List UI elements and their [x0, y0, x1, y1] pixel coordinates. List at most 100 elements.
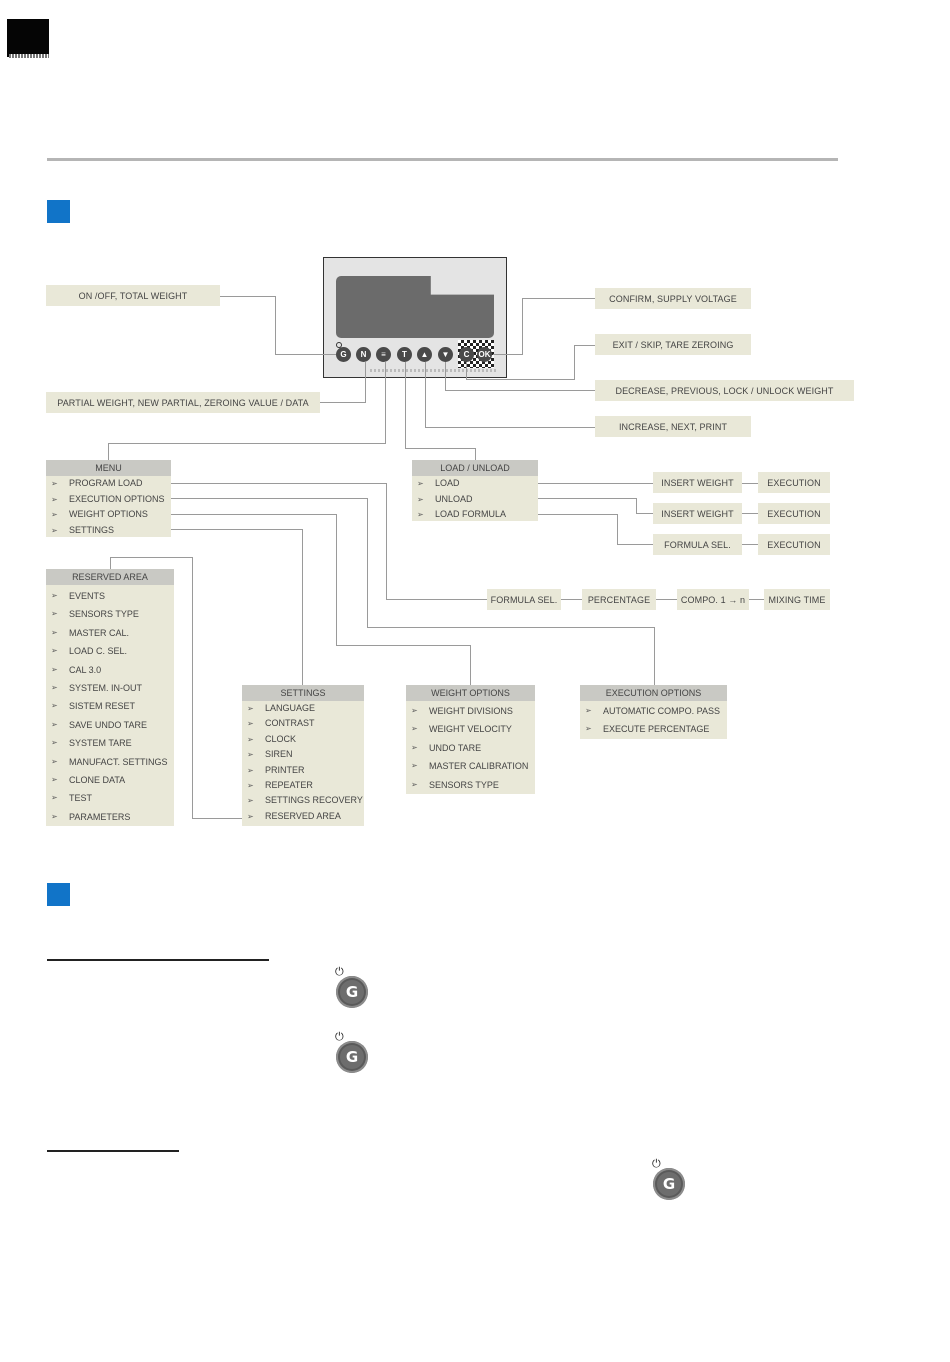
conn — [470, 645, 471, 685]
menu-item-execution-options[interactable]: ➢EXECUTION OPTIONS — [51, 493, 165, 504]
weight-option-item[interactable]: ➢MASTER CALIBRATION — [411, 761, 529, 772]
settings-title: SETTINGS — [242, 685, 364, 701]
execution-option-item[interactable]: ➢EXECUTE PERCENTAGE — [585, 724, 710, 735]
g-button-icon: G — [336, 1041, 368, 1073]
g-button-icon: G — [336, 976, 368, 1008]
power-icon: ⏻ — [335, 1030, 344, 1043]
settings-item[interactable]: ➢LANGUAGE — [247, 703, 316, 713]
conn — [425, 427, 595, 428]
menu-item-program-load[interactable]: ➢PROGRAM LOAD — [51, 478, 143, 488]
conn — [405, 362, 406, 449]
section-divider — [47, 158, 838, 161]
menu-item-weight-options[interactable]: ➢WEIGHT OPTIONS — [51, 509, 148, 519]
callout-exit: EXIT / SKIP, TARE ZEROING — [595, 334, 751, 355]
settings-item[interactable]: ➢SETTINGS RECOVERY — [247, 795, 363, 806]
flow-percentage: PERCENTAGE — [582, 589, 656, 610]
execution-option-item[interactable]: ➢AUTOMATIC COMPO. PASS — [585, 706, 721, 716]
power-icon: ⏻ — [335, 965, 344, 978]
conn — [336, 645, 471, 646]
conn — [171, 498, 368, 499]
key-up[interactable]: ▲ — [417, 347, 432, 362]
menu-item-settings[interactable]: ➢SETTINGS — [51, 524, 115, 535]
settings-item[interactable]: ➢SIREN — [247, 749, 293, 760]
reserved-area-panel: RESERVED AREA ➢EVENTS ➢SENSORS TYPE ➢MAS… — [46, 569, 174, 826]
conn — [110, 557, 111, 569]
conn — [367, 498, 368, 627]
conn — [475, 448, 476, 460]
page-corner-block-edge — [9, 54, 49, 58]
reserved-item[interactable]: ➢EVENTS — [51, 591, 106, 601]
settings-item[interactable]: ➢CONTRAST — [247, 718, 315, 729]
conn — [617, 544, 653, 545]
weight-option-item[interactable]: ➢WEIGHT DIVISIONS — [411, 706, 513, 716]
load-item-load[interactable]: ➢LOAD — [417, 478, 460, 488]
weight-option-item[interactable]: ➢SENSORS TYPE — [411, 779, 499, 790]
reserved-item[interactable]: ➢CAL 3.0 — [51, 664, 102, 675]
key-tare[interactable]: T — [397, 347, 412, 362]
section-marker-2 — [47, 883, 70, 906]
reserved-item[interactable]: ➢TEST — [51, 793, 93, 804]
reserved-item[interactable]: ➢SISTEM RESET — [51, 701, 136, 712]
load-item-unload[interactable]: ➢UNLOAD — [417, 493, 473, 504]
settings-item[interactable]: ➢REPEATER — [247, 779, 313, 790]
conn — [192, 818, 242, 819]
key-ok[interactable]: OK — [477, 347, 492, 362]
settings-item[interactable]: ➢CLOCK — [247, 733, 297, 744]
conn — [385, 362, 386, 444]
load-item-load-formula[interactable]: ➢LOAD FORMULA — [417, 509, 507, 519]
settings-item[interactable]: ➢PRINTER — [247, 764, 305, 775]
flow-insert-weight-1: INSERT WEIGHT — [653, 472, 742, 493]
conn — [617, 514, 618, 544]
weight-options-panel: WEIGHT OPTIONS ➢WEIGHT DIVISIONS ➢WEIGHT… — [406, 685, 535, 794]
load-unload-panel: LOAD / UNLOAD ➢LOAD ➢UNLOAD ➢LOAD FORMUL… — [412, 460, 538, 521]
key-g[interactable]: G — [336, 347, 351, 362]
key-label-strip — [370, 369, 496, 372]
conn — [425, 362, 426, 427]
g-button-icon: G — [653, 1168, 685, 1200]
conn — [445, 390, 595, 391]
conn — [742, 513, 758, 514]
flow-formula-sel-2: FORMULA SEL. — [487, 589, 561, 610]
conn — [365, 362, 366, 402]
flow-compo: COMPO. 1 → n — [677, 589, 749, 610]
reserved-item[interactable]: ➢PARAMETERS — [51, 811, 131, 822]
reserved-item[interactable]: ➢SYSTEM TARE — [51, 738, 132, 749]
reserved-item[interactable]: ➢SYSTEM. IN-OUT — [51, 682, 143, 693]
flow-insert-weight-2: INSERT WEIGHT — [653, 503, 742, 524]
conn — [192, 557, 193, 818]
key-data[interactable]: ≡ — [376, 347, 391, 362]
weight-option-item[interactable]: ➢UNDO TARE — [411, 742, 482, 753]
conn — [493, 354, 523, 355]
reserved-item[interactable]: ➢SENSORS TYPE — [51, 609, 139, 620]
settings-item[interactable]: ➢RESERVED AREA — [247, 810, 341, 821]
conn — [386, 599, 487, 600]
page-corner-block — [7, 19, 49, 57]
reserved-item[interactable]: ➢MANUFACT. SETTINGS — [51, 756, 168, 767]
conn — [445, 362, 446, 391]
weight-options-title: WEIGHT OPTIONS — [406, 685, 535, 701]
conn — [386, 483, 387, 600]
conn — [574, 345, 575, 380]
power-icon: ⏻ — [652, 1157, 661, 1170]
conn — [654, 627, 655, 685]
reserved-item[interactable]: ➢MASTER CAL. — [51, 627, 130, 638]
execution-options-panel: EXECUTION OPTIONS ➢AUTOMATIC COMPO. PASS… — [580, 685, 727, 739]
load-unload-title: LOAD / UNLOAD — [412, 460, 538, 476]
callout-increase: INCREASE, NEXT, PRINT — [595, 416, 751, 437]
key-down[interactable]: ▼ — [438, 347, 453, 362]
key-c[interactable]: C — [459, 347, 474, 362]
heading-underline-2 — [47, 1150, 179, 1152]
key-n[interactable]: N — [356, 347, 371, 362]
conn — [171, 514, 337, 515]
conn — [275, 296, 276, 354]
reserved-item[interactable]: ➢CLONE DATA — [51, 774, 126, 785]
conn — [367, 627, 655, 628]
conn — [574, 345, 595, 346]
reserved-item[interactable]: ➢LOAD C. SEL. — [51, 646, 128, 657]
reserved-item[interactable]: ➢SAVE UNDO TARE — [51, 719, 148, 730]
reserved-area-title: RESERVED AREA — [46, 569, 174, 585]
weight-option-item[interactable]: ➢WEIGHT VELOCITY — [411, 724, 512, 735]
conn — [656, 599, 677, 600]
heading-underline-1 — [47, 959, 269, 961]
conn — [108, 443, 386, 444]
